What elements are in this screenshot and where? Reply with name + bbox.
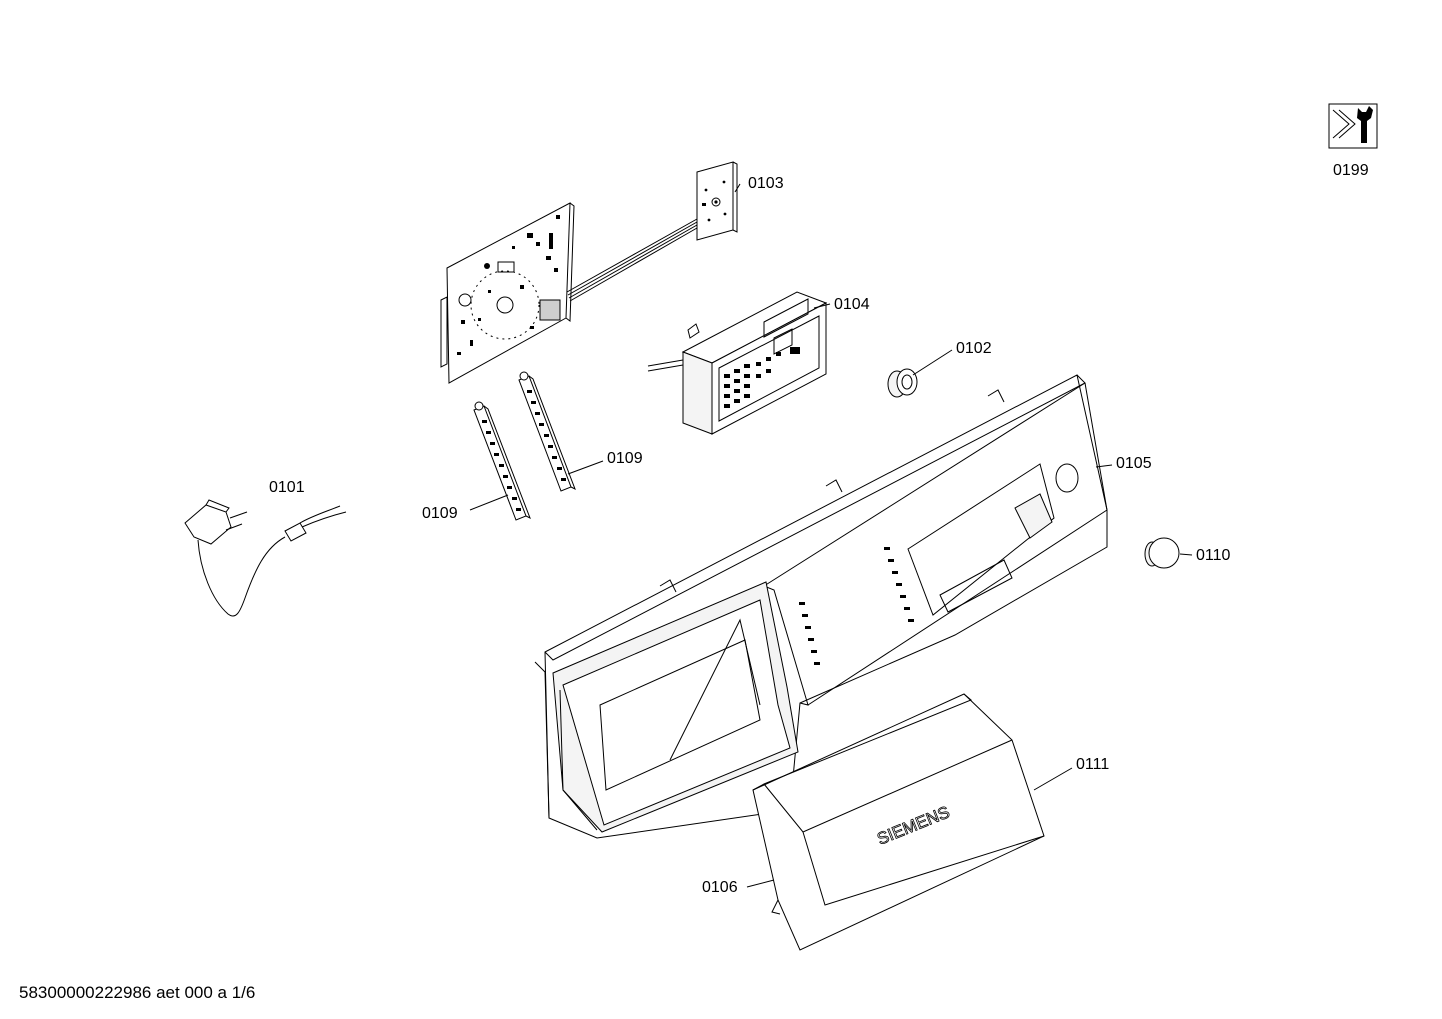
main-circuit-board [440, 202, 575, 384]
part-label-0103: 0103 [748, 175, 784, 192]
part-label-0109-right: 0109 [607, 450, 643, 467]
light-guide-0109-right [518, 371, 576, 492]
part-label-0101: 0101 [269, 479, 305, 496]
power-plug-cable-0101 [184, 499, 347, 617]
light-guide-0109-left [473, 401, 531, 521]
control-panel-0105 [534, 374, 1108, 839]
small-circuit-board-0103 [566, 161, 738, 302]
document-footer: 58300000222986 aet 000 a 1/6 [19, 983, 256, 1002]
display-module-0104 [647, 291, 828, 435]
part-label-0102: 0102 [956, 340, 992, 357]
part-label-0104: 0104 [834, 296, 870, 313]
part-label-0199: 0199 [1333, 162, 1369, 179]
button-cap-0110 [1144, 537, 1180, 569]
tool-icon-0199 [1328, 103, 1378, 149]
part-label-0110: 0110 [1196, 547, 1231, 564]
knob-0102 [887, 368, 918, 398]
leader-lines [469, 183, 1193, 888]
part-label-0105: 0105 [1116, 455, 1152, 472]
part-label-0109-left: 0109 [422, 505, 458, 522]
part-label-0111: 0111 [1076, 756, 1110, 773]
drawer-front-0106-0111: SIEMENS [752, 693, 1045, 951]
part-label-0106: 0106 [702, 879, 738, 896]
